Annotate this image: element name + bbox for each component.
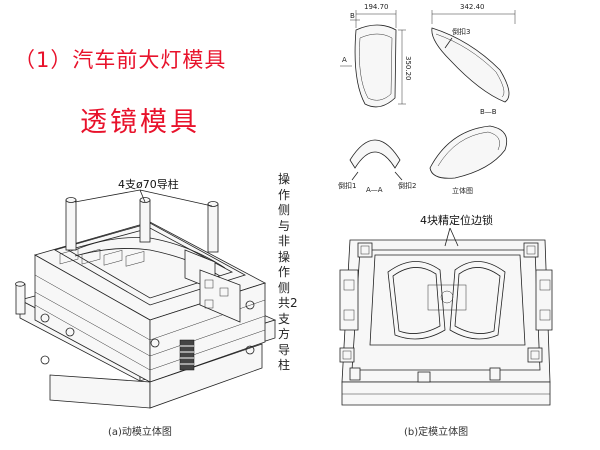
dim-width: 194.70 xyxy=(364,3,389,11)
dim-height: 350.20 xyxy=(404,56,412,81)
undercut-1-label: 倒扣1 xyxy=(338,182,357,190)
moving-mold-caption: (a)动模立体图 xyxy=(108,427,172,438)
page-subtitle: 透镜模具 xyxy=(80,107,200,138)
iso-view-label: 立体图 xyxy=(452,187,473,195)
guide-pillar-callout: 4支ø70导柱 xyxy=(118,178,179,191)
view-aa-label: A—A xyxy=(366,186,383,194)
section-a-mark: A xyxy=(342,56,347,64)
fixed-mold-caption: (b)定模立体图 xyxy=(404,427,469,438)
square-guide-note: 操作侧与非操作侧共2支方导柱 xyxy=(278,172,298,372)
undercut-2-label: 倒扣2 xyxy=(398,182,417,190)
undercut-3-label: 倒扣3 xyxy=(452,28,471,36)
section-b-mark: B xyxy=(350,12,355,20)
side-lock-callout: 4块精定位边锁 xyxy=(420,214,493,227)
view-bb-label: B—B xyxy=(480,108,497,116)
page-title: （1）汽车前大灯模具 xyxy=(14,48,227,72)
guide-pillars xyxy=(15,197,219,315)
dim-side: 342.40 xyxy=(460,3,485,11)
